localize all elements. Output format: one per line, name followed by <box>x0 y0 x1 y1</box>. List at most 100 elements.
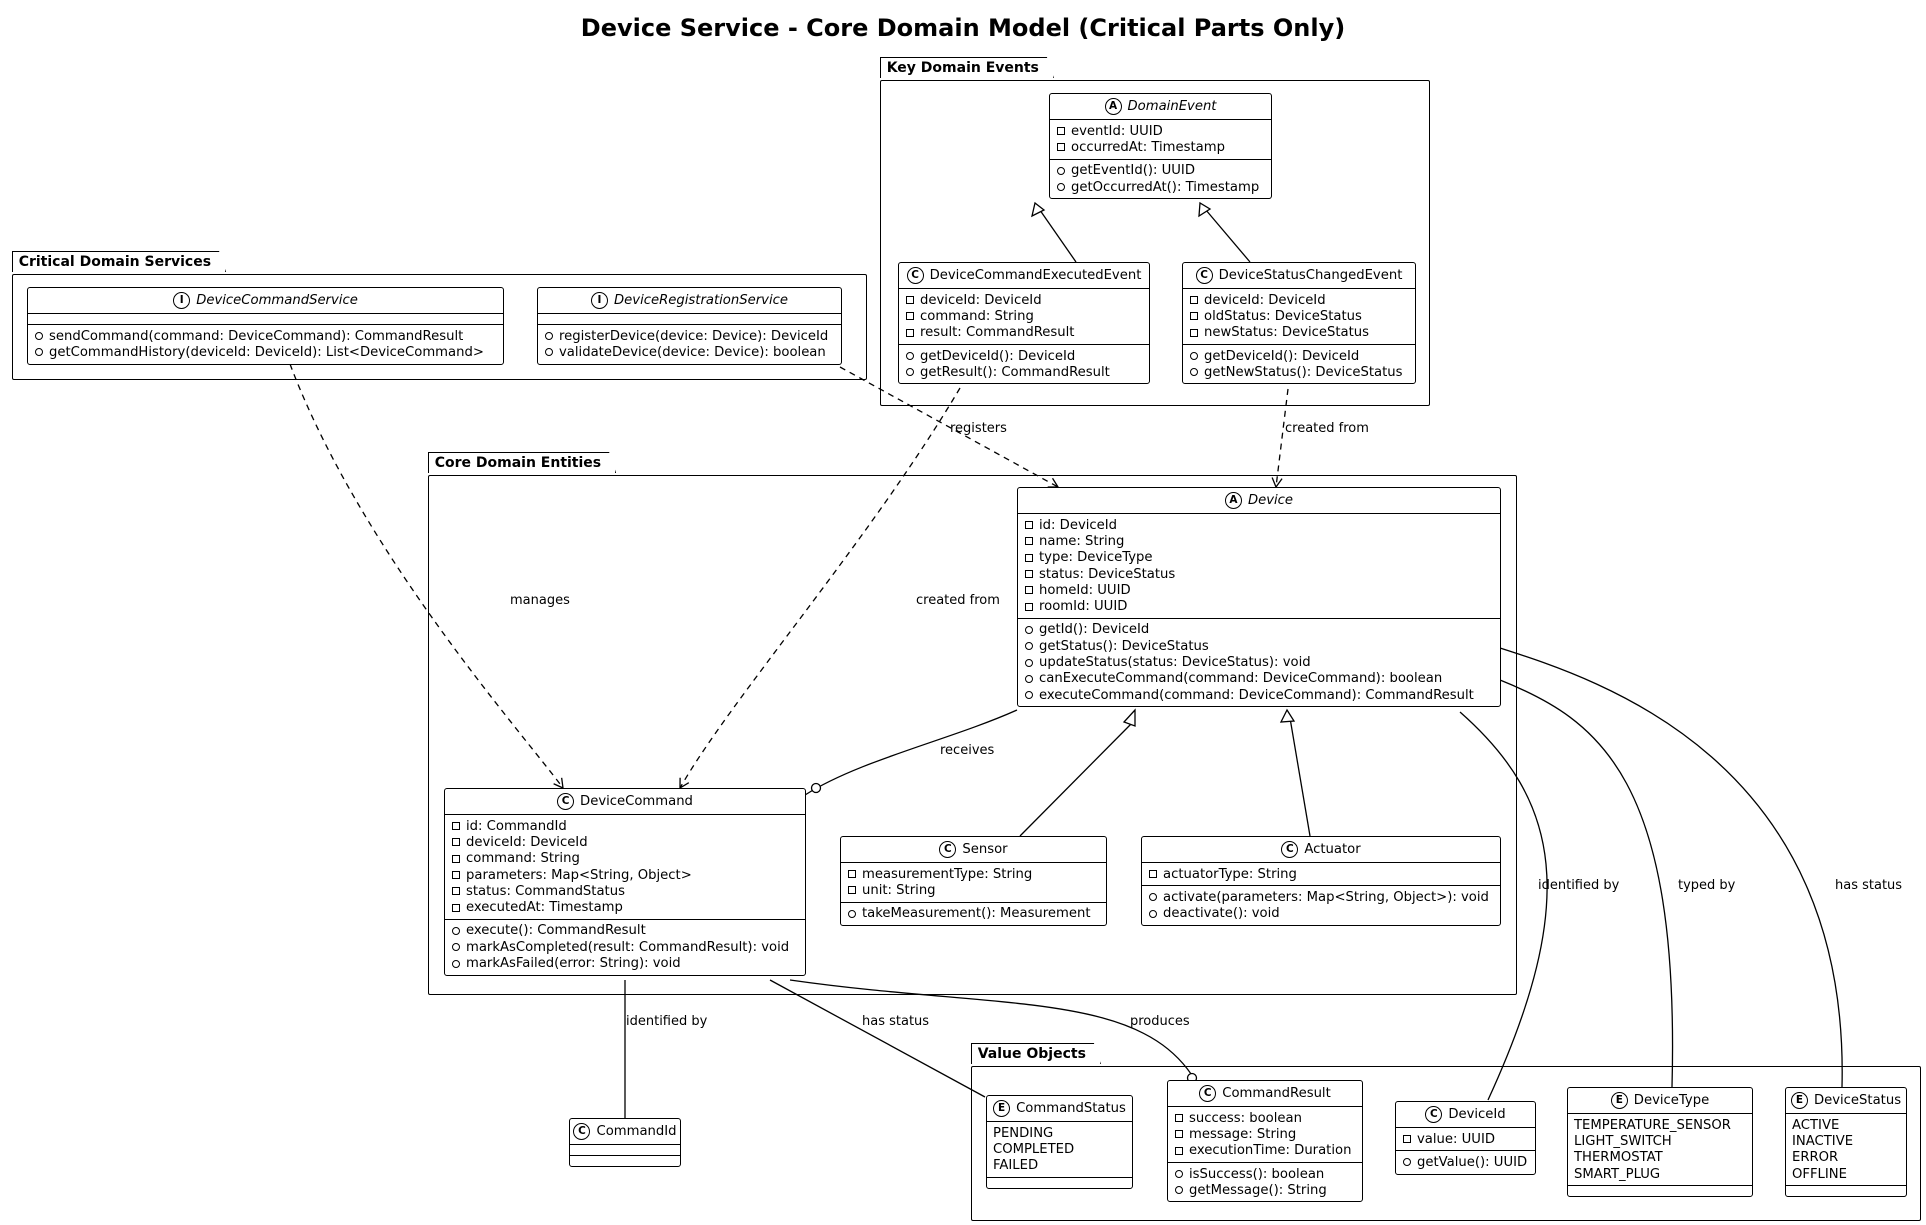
member-text: canExecuteCommand(command: DeviceCommand… <box>1039 671 1443 687</box>
private-visibility-icon <box>1403 1135 1411 1144</box>
class-method: updateStatus(status: DeviceStatus): void <box>1024 654 1494 670</box>
stereotype-a-icon: A <box>1224 492 1242 509</box>
public-visibility-icon <box>1025 625 1033 634</box>
private-visibility-icon <box>848 886 856 895</box>
member-text: isSuccess(): boolean <box>1189 1166 1325 1182</box>
package-label: Key Domain Events <box>880 57 1054 78</box>
member-text: command: String <box>466 851 580 867</box>
member-text: execute(): CommandResult <box>466 923 646 939</box>
edge-label: manages <box>510 593 570 608</box>
private-visibility-icon <box>452 838 460 847</box>
private-visibility-icon <box>906 312 914 321</box>
member-text: deviceId: DeviceId <box>466 834 588 850</box>
stereotype-c-icon: C <box>1425 1106 1443 1123</box>
class-name: DeviceRegistrationService <box>614 293 788 308</box>
edge-actuator-extends-device <box>1289 717 1311 837</box>
class-name: Device <box>1247 493 1294 508</box>
public-visibility-icon <box>452 959 460 968</box>
public-visibility-icon <box>1149 893 1157 902</box>
class-method: validateDevice(device: Device): boolean <box>544 344 835 360</box>
class-name: DeviceStatusChangedEvent <box>1218 268 1403 283</box>
class-field: INACTIVE <box>1792 1133 1900 1149</box>
edge-device-receives-device-command <box>804 709 1018 796</box>
class-field: LIGHT_SWITCH <box>1574 1133 1746 1149</box>
member-text: TEMPERATURE_SENSOR <box>1574 1117 1731 1133</box>
class-device-registration-service: I DeviceRegistrationService registerDevice… <box>537 287 842 365</box>
class-method: getId(): DeviceId <box>1024 622 1494 638</box>
class-method: isSuccess(): boolean <box>1174 1166 1356 1182</box>
member-text: id: DeviceId <box>1039 517 1118 533</box>
class-methods-section <box>570 1156 680 1166</box>
package-label: Critical Domain Services <box>12 251 226 272</box>
package-core-domain-entities: Core Domain Entities <box>428 475 1517 995</box>
stereotype-a-icon: A <box>1104 98 1122 115</box>
public-visibility-icon <box>1149 909 1157 918</box>
class-methods-section <box>1786 1186 1906 1196</box>
member-text: getStatus(): DeviceStatus <box>1039 638 1209 654</box>
private-visibility-icon <box>1057 127 1065 136</box>
member-text: id: CommandId <box>466 818 567 834</box>
edge-label: identified by <box>626 1014 708 1029</box>
class-name: CommandResult <box>1222 1086 1331 1101</box>
public-visibility-icon <box>1190 368 1198 377</box>
class-field: homeId: UUID <box>1024 582 1494 598</box>
edge-sensor-extends-device <box>1019 719 1136 837</box>
class-field: executionTime: Duration <box>1174 1143 1356 1159</box>
class-fields-section <box>538 314 841 325</box>
private-visibility-icon <box>1175 1130 1183 1139</box>
public-visibility-icon <box>35 348 43 357</box>
class-fields-section <box>28 314 503 325</box>
member-text: actuatorType: String <box>1163 866 1297 882</box>
class-name: DeviceCommand <box>580 794 693 809</box>
inheritance-triangle <box>1031 201 1046 218</box>
member-text: eventId: UUID <box>1071 123 1163 139</box>
class-name: DeviceStatus <box>1813 1093 1902 1108</box>
edge-status-event-extends-domain-event <box>1199 202 1251 263</box>
class-name: DomainEvent <box>1127 99 1217 114</box>
private-visibility-icon <box>906 328 914 337</box>
class-name: DeviceType <box>1633 1093 1710 1108</box>
edge-label: receives <box>940 743 995 758</box>
member-text: FAILED <box>993 1158 1039 1174</box>
private-visibility-icon <box>848 870 856 879</box>
public-visibility-icon <box>35 332 43 341</box>
class-method: getNewStatus(): DeviceStatus <box>1189 364 1409 380</box>
member-text: validateDevice(device: Device): boolean <box>559 344 826 360</box>
class-name: Sensor <box>962 842 1008 857</box>
member-text: homeId: UUID <box>1039 582 1131 598</box>
private-visibility-icon <box>1190 312 1198 321</box>
member-text: getOccurredAt(): Timestamp <box>1071 179 1260 195</box>
member-text: getCommandHistory(deviceId: DeviceId): L… <box>49 344 484 360</box>
class-method: sendCommand(command: DeviceCommand): Com… <box>34 328 497 344</box>
public-visibility-icon <box>1190 352 1198 361</box>
member-text: occurredAt: Timestamp <box>1071 139 1225 155</box>
class-field: TEMPERATURE_SENSOR <box>1574 1117 1746 1133</box>
private-visibility-icon <box>1175 1146 1183 1155</box>
class-method: registerDevice(device: Device): DeviceId <box>544 328 835 344</box>
class-field: command: String <box>905 308 1143 324</box>
stereotype-i-icon: I <box>591 292 609 309</box>
edge-label: typed by <box>1678 878 1736 893</box>
member-text: status: CommandStatus <box>466 883 625 899</box>
member-text: LIGHT_SWITCH <box>1574 1133 1672 1149</box>
member-text: getNewStatus(): DeviceStatus <box>1204 364 1403 380</box>
class-field: ERROR <box>1792 1150 1900 1166</box>
private-visibility-icon <box>1025 602 1033 611</box>
class-method: canExecuteCommand(command: DeviceCommand… <box>1024 671 1494 687</box>
